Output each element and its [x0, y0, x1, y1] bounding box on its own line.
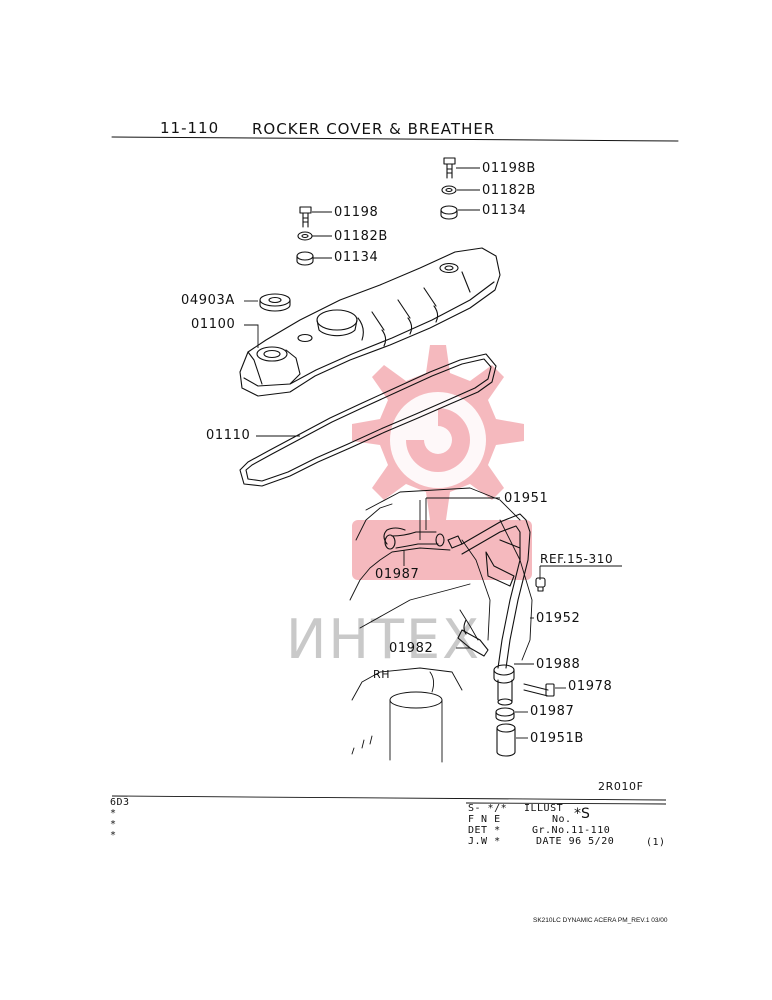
- model-code: 6D3: [110, 797, 130, 808]
- callout-01182b-left: 01182B: [334, 229, 388, 244]
- figure-number: 11-110: [160, 119, 220, 137]
- bolt-01198b: [443, 157, 456, 179]
- callout-01134: 01134: [482, 203, 527, 218]
- grommet-01134: [440, 205, 458, 215]
- washer-01182b-left: [297, 231, 313, 241]
- side-label: RH: [373, 668, 391, 681]
- date: DATE 96 5/20: [536, 836, 615, 847]
- title-block-left: 6D3 * * *: [110, 797, 130, 841]
- tube-01982: [457, 619, 489, 657]
- pipe-01952: [461, 513, 531, 669]
- washer-01182b: [441, 185, 457, 195]
- tb-row-3: DET *: [468, 825, 501, 836]
- callout-01198: 01198: [334, 205, 379, 220]
- callout-01951: 01951: [504, 491, 549, 506]
- callout-01182b: 01182B: [482, 183, 536, 198]
- rocker-cover-01100: [239, 247, 501, 397]
- callout-01198b: 01198B: [482, 161, 536, 176]
- page-number: (1): [646, 837, 666, 848]
- tb-row-4: J.W *: [468, 836, 501, 847]
- gasket-01110: [239, 353, 497, 487]
- drawing-code: 2R010F: [598, 780, 644, 793]
- callout-01982: 01982: [389, 641, 434, 656]
- callout-01100: 01100: [191, 317, 236, 332]
- callout-04903a: 04903A: [181, 293, 235, 308]
- no-label: No.: [552, 814, 572, 825]
- tb-row-2: F N E: [468, 814, 501, 825]
- callout-01978: 01978: [568, 679, 613, 694]
- ref-bolt: [535, 577, 546, 592]
- callout-01951b: 01951B: [530, 731, 584, 746]
- footer-document-id: SK210LC DYNAMIC ACERA PM_REV.1 03/00: [533, 917, 668, 924]
- callout-01987-bottom: 01987: [530, 704, 575, 719]
- clamp-01987: [495, 707, 515, 722]
- callout-01988: 01988: [536, 657, 581, 672]
- callout-01134-left: 01134: [334, 250, 379, 265]
- illust-no-value: *S: [574, 806, 590, 822]
- callout-ref-15-310: REF.15-310: [540, 552, 614, 566]
- group-number: Gr.No.11-110: [532, 825, 611, 836]
- figure-title: ROCKER COVER & BREATHER: [252, 120, 496, 138]
- filler-cap-04903a: [259, 293, 291, 312]
- callout-01987: 01987: [375, 567, 420, 582]
- bolt-01978: [523, 683, 555, 697]
- tb-row-1: S- */*: [468, 803, 508, 814]
- bolt-01198: [299, 206, 312, 228]
- tube-01951b: [496, 723, 516, 757]
- clamp-01988: [493, 664, 515, 706]
- grommet-01134-left: [296, 251, 314, 261]
- mark-1: *: [110, 808, 117, 819]
- callout-01952: 01952: [536, 611, 581, 626]
- mark-2: *: [110, 819, 117, 830]
- illust-label: ILLUST: [524, 803, 564, 814]
- hose-01951: [383, 527, 463, 550]
- title-block-col1: S- */* F N E DET * J.W *: [468, 803, 507, 847]
- mark-3: *: [110, 830, 117, 841]
- watermark-text: ИНТЕХ: [286, 608, 482, 671]
- callout-01110: 01110: [206, 428, 251, 443]
